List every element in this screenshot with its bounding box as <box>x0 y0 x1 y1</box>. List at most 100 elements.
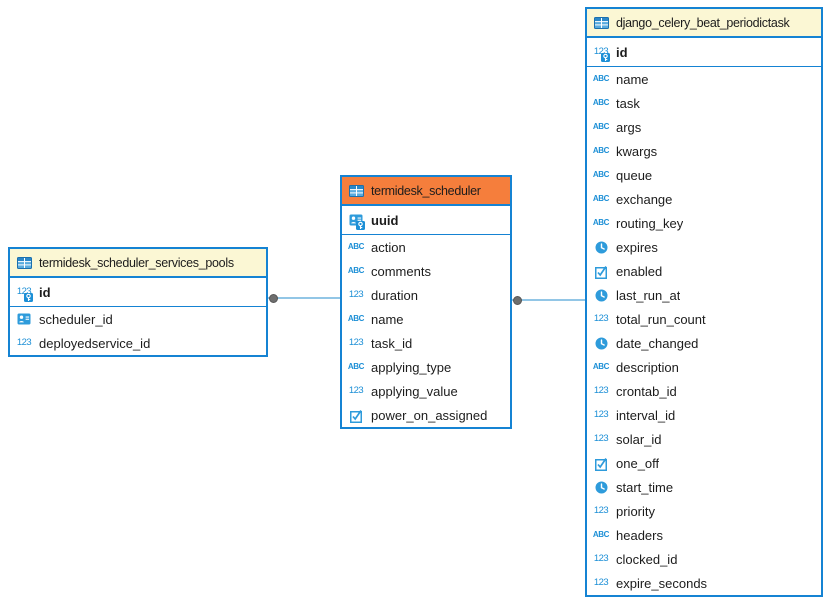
table-icon <box>592 15 610 31</box>
numeric-type-icon: 123 <box>348 385 364 397</box>
text-type-icon: ABC <box>592 194 610 203</box>
column-name: start_time <box>616 479 674 495</box>
column-name: queue <box>616 167 653 183</box>
text-type-icon: ABC <box>347 362 365 371</box>
connector-line[interactable] <box>268 297 340 299</box>
numeric-type-icon: 123 <box>593 433 609 445</box>
connector-endpoint-dot <box>512 295 522 305</box>
object-type-icon <box>347 212 365 230</box>
boolean-type-icon <box>592 455 610 471</box>
column-row-duration[interactable]: 123 duration <box>342 283 510 307</box>
column-row-name[interactable]: ABC name <box>342 307 510 331</box>
column-name: uuid <box>371 212 399 228</box>
column-row-enabled[interactable]: enabled <box>587 259 821 283</box>
numeric-type-icon: 123 <box>592 44 610 62</box>
text-type-icon: ABC <box>347 266 365 275</box>
column-row-scheduler-id[interactable]: scheduler_id <box>10 307 266 331</box>
column-row-one-off[interactable]: one_off <box>587 451 821 475</box>
column-name: routing_key <box>616 215 684 231</box>
connector-endpoint-dot <box>268 293 278 303</box>
column-row-expires[interactable]: expires <box>587 235 821 259</box>
column-row-kwargs[interactable]: ABC kwargs <box>587 139 821 163</box>
primary-key-section: uuid <box>342 206 510 235</box>
table-header[interactable]: termidesk_scheduler <box>342 177 510 206</box>
column-row-applying-value[interactable]: 123 applying_value <box>342 379 510 403</box>
text-type-icon: ABC <box>347 242 365 251</box>
text-type-icon: ABC <box>592 146 610 155</box>
column-row-last-run-at[interactable]: last_run_at <box>587 283 821 307</box>
column-row-headers[interactable]: ABC headers <box>587 523 821 547</box>
column-name: exchange <box>616 191 673 207</box>
column-name: power_on_assigned <box>371 407 488 423</box>
table-icon <box>347 183 365 199</box>
datetime-type-icon <box>592 287 610 303</box>
column-row-date-changed[interactable]: date_changed <box>587 331 821 355</box>
boolean-type-icon <box>592 263 610 279</box>
text-type-icon: ABC <box>347 314 365 323</box>
table-header[interactable]: django_celery_beat_periodictask <box>587 9 821 38</box>
datetime-type-icon <box>592 239 610 255</box>
column-name: one_off <box>616 455 660 471</box>
column-name: task <box>616 95 640 111</box>
column-name: action <box>371 239 406 255</box>
numeric-type-icon: 123 <box>593 553 609 565</box>
column-name: date_changed <box>616 335 699 351</box>
table-title: django_celery_beat_periodictask <box>616 15 790 30</box>
column-row-uuid[interactable]: uuid <box>342 206 510 234</box>
table-header[interactable]: termidesk_scheduler_services_pools <box>10 249 266 278</box>
column-name: duration <box>371 287 418 303</box>
numeric-type-icon: 123 <box>16 337 32 349</box>
column-row-exchange[interactable]: ABC exchange <box>587 187 821 211</box>
column-name: headers <box>616 527 663 543</box>
text-type-icon: ABC <box>592 362 610 371</box>
primary-key-icon <box>24 293 33 302</box>
numeric-type-icon: 123 <box>593 385 609 397</box>
column-name: args <box>616 119 642 135</box>
numeric-type-icon: 123 <box>593 409 609 421</box>
text-type-icon: ABC <box>592 530 610 539</box>
column-row-start-time[interactable]: start_time <box>587 475 821 499</box>
column-name: name <box>371 311 404 327</box>
column-name: enabled <box>616 263 663 279</box>
numeric-type-icon: 123 <box>593 313 609 325</box>
column-name: description <box>616 359 679 375</box>
column-name: scheduler_id <box>39 311 113 327</box>
column-name: id <box>39 284 51 300</box>
column-row-action[interactable]: ABC action <box>342 235 510 259</box>
primary-key-icon <box>356 221 365 230</box>
table-title: termidesk_scheduler_services_pools <box>39 255 234 270</box>
column-row-power-on-assigned[interactable]: power_on_assigned <box>342 403 510 427</box>
datetime-type-icon <box>592 335 610 351</box>
connector-line[interactable] <box>512 299 585 301</box>
numeric-type-icon: 123 <box>348 289 364 301</box>
column-row-description[interactable]: ABC description <box>587 355 821 379</box>
column-name: kwargs <box>616 143 658 159</box>
column-name: applying_value <box>371 383 458 399</box>
